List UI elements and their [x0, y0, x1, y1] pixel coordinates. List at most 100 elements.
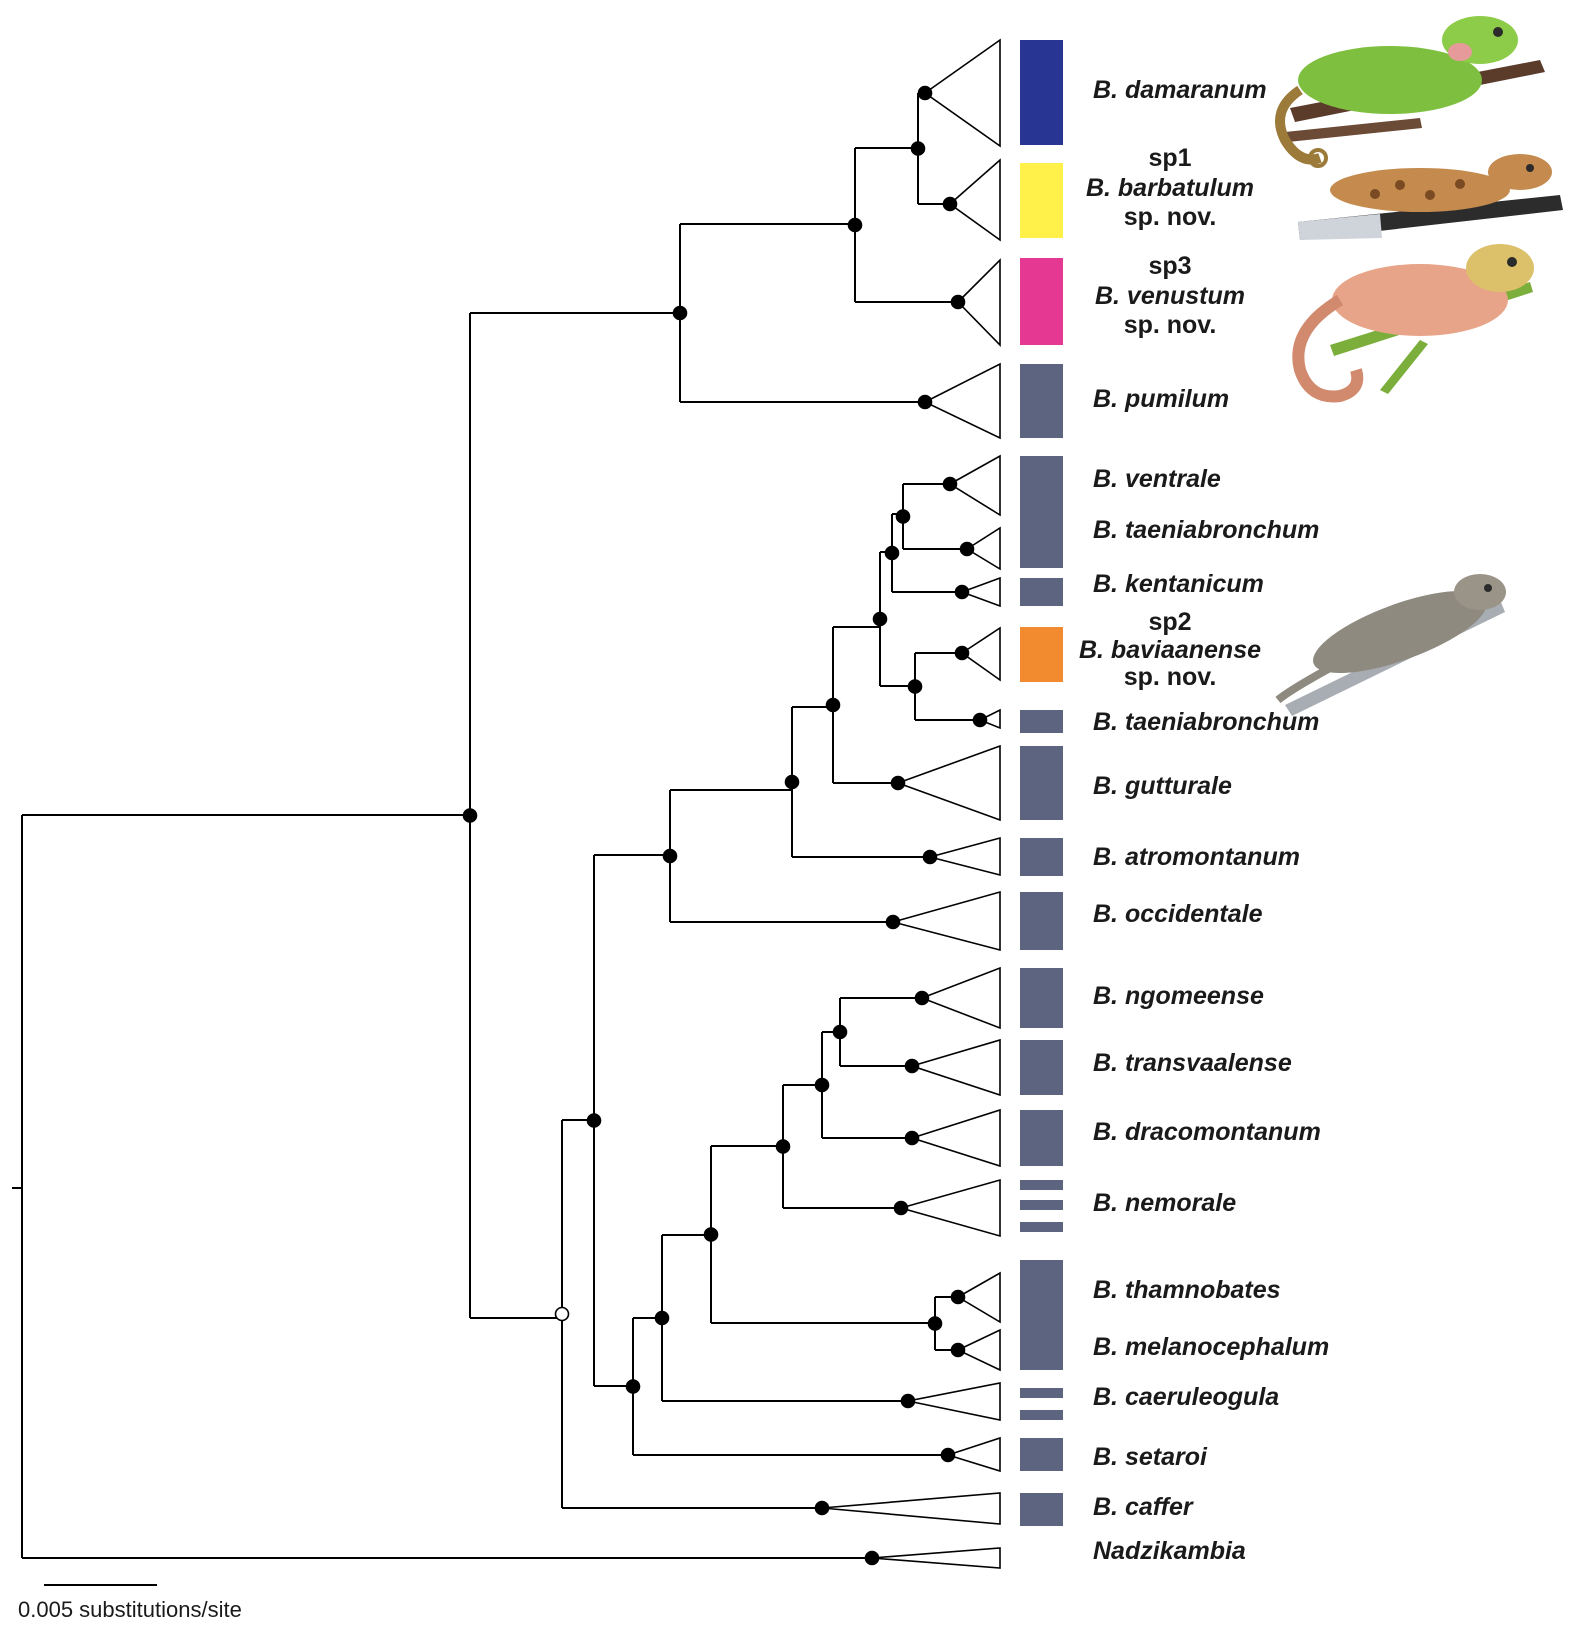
node-supported [900, 1393, 916, 1409]
node-supported [904, 1058, 920, 1074]
node-supported [914, 990, 930, 1006]
clade-triangle-caeruleogula [907, 1382, 1001, 1421]
taxon-label-ventrale-0: B. ventrale [1093, 465, 1221, 493]
lineage-bar-nemorale [1020, 1222, 1063, 1232]
scale-bar: 0.005 substitutions/site [18, 1584, 242, 1622]
node-supported [832, 1024, 848, 1040]
clade-triangle-caffer [821, 1492, 1001, 1525]
lineage-bar-dracomontanum [1020, 1110, 1063, 1166]
clade-triangle-taeniabronchum2 [978, 708, 1001, 730]
tree-branches [21, 92, 980, 1559]
clade-triangle-barbatulum [948, 158, 1001, 242]
lineage-bar-ventrale [1020, 456, 1063, 568]
node-supported [885, 914, 901, 930]
node-supported [814, 1500, 830, 1516]
lineage-bar-barbatulum [1020, 163, 1063, 238]
clade-triangle-kentanicum [959, 576, 1001, 608]
node-supported [972, 712, 988, 728]
lineage-bar-thamnobates [1020, 1260, 1063, 1370]
node-supported [950, 1342, 966, 1358]
node-supported [910, 141, 926, 156]
node-supported [847, 217, 863, 233]
clade-triangle-ngomeense [919, 966, 1001, 1030]
node-supported [462, 808, 478, 823]
taxon-label-transvaalense-0: B. transvaalense [1093, 1049, 1292, 1077]
node-supported [954, 645, 970, 661]
node-supported [904, 1130, 920, 1146]
taxon-label-atromontanum-0: B. atromontanum [1093, 843, 1300, 871]
chameleon-brown-spotted-icon [1298, 154, 1563, 240]
node-supported [954, 584, 970, 600]
node-supported [784, 774, 800, 790]
lineage-bar-caffer [1020, 1493, 1063, 1526]
node-supported [654, 1310, 670, 1326]
taxon-label-kentanicum-0: B. kentanicum [1093, 570, 1264, 598]
node-supported [825, 697, 841, 713]
taxon-label-taeniabronchum2-0: B. taeniabronchum [1093, 708, 1319, 736]
node-supported [917, 394, 933, 410]
clade-triangle-gutturale [895, 744, 1001, 822]
node-supported [942, 196, 958, 212]
taxon-label-venustum-1: B. venustum [1095, 282, 1245, 310]
clade-triangle-nemorale [898, 1178, 1001, 1238]
collapsed-clades [821, 38, 1001, 1569]
scale-bar-label: 0.005 substitutions/site [18, 1597, 242, 1622]
lineage-bar-venustum [1020, 258, 1063, 345]
node-supported [893, 1200, 909, 1216]
node-supported [672, 305, 688, 321]
node-supported [907, 679, 923, 694]
taxon-label-caeruleogula-0: B. caeruleogula [1093, 1383, 1279, 1411]
clade-triangle-baviaanense [960, 626, 1001, 682]
clade-triangle-setaroi [945, 1436, 1001, 1473]
clade-triangle-ventrale [948, 454, 1001, 517]
clade-triangle-venustum [956, 258, 1001, 347]
node-supported [922, 849, 938, 865]
lineage-bar-nemorale [1020, 1180, 1063, 1190]
node-supported [775, 1139, 791, 1154]
lineage-bar-caeruleogula [1020, 1410, 1063, 1420]
lineage-bar-transvaalense [1020, 1040, 1063, 1095]
node-supported [703, 1227, 719, 1242]
clade-triangle-occidentale [889, 890, 1001, 952]
taxon-label-nemorale-0: B. nemorale [1093, 1189, 1236, 1217]
lineage-bar-baviaanense [1020, 627, 1063, 682]
node-supported [940, 1447, 956, 1463]
clade-triangle-atromontanum [926, 836, 1001, 877]
taxon-label-melanocephalum-0: B. melanocephalum [1093, 1333, 1329, 1361]
node-supported [625, 1379, 641, 1394]
node-supported [942, 476, 958, 492]
clade-triangle-damaranum [923, 38, 1001, 148]
taxon-label-barbatulum-2: sp. nov. [1124, 203, 1217, 231]
node-supported [950, 1289, 966, 1305]
node-supported [917, 85, 933, 101]
taxon-label-caffer-0: B. caffer [1093, 1493, 1194, 1521]
lineage-bar-damaranum [1020, 40, 1063, 145]
node-supported [662, 848, 678, 864]
taxon-label-occidentale-0: B. occidentale [1093, 900, 1263, 928]
clade-triangle-transvaalense [909, 1038, 1001, 1097]
taxon-label-ngomeense-0: B. ngomeense [1093, 982, 1264, 1010]
taxon-label-gutturale-0: B. gutturale [1093, 772, 1232, 800]
node-open [554, 1306, 570, 1322]
lineage-bar-kentanicum [1020, 578, 1063, 606]
taxon-label-barbatulum-0: sp1 [1148, 144, 1191, 172]
lineage-bar-ngomeense [1020, 968, 1063, 1028]
node-supported [927, 1316, 943, 1331]
taxon-label-baviaanense-2: sp. nov. [1124, 663, 1217, 691]
taxon-label-thamnobates-0: B. thamnobates [1093, 1276, 1281, 1304]
chameleon-pink-icon [1292, 244, 1534, 403]
node-supported [864, 1550, 880, 1566]
clade-triangle-dracomontanum [909, 1108, 1001, 1168]
taxon-label-taeniabronchum1-0: B. taeniabronchum [1093, 516, 1319, 544]
node-supported [895, 509, 911, 524]
node-supported [814, 1077, 830, 1093]
lineage-bar-atromontanum [1020, 838, 1063, 876]
chameleon-green-icon [1275, 16, 1545, 168]
node-supported [586, 1113, 602, 1128]
node-supported [890, 775, 906, 791]
lineage-bars [1020, 40, 1063, 1526]
node-supported [959, 541, 975, 557]
lineage-bar-gutturale [1020, 746, 1063, 820]
